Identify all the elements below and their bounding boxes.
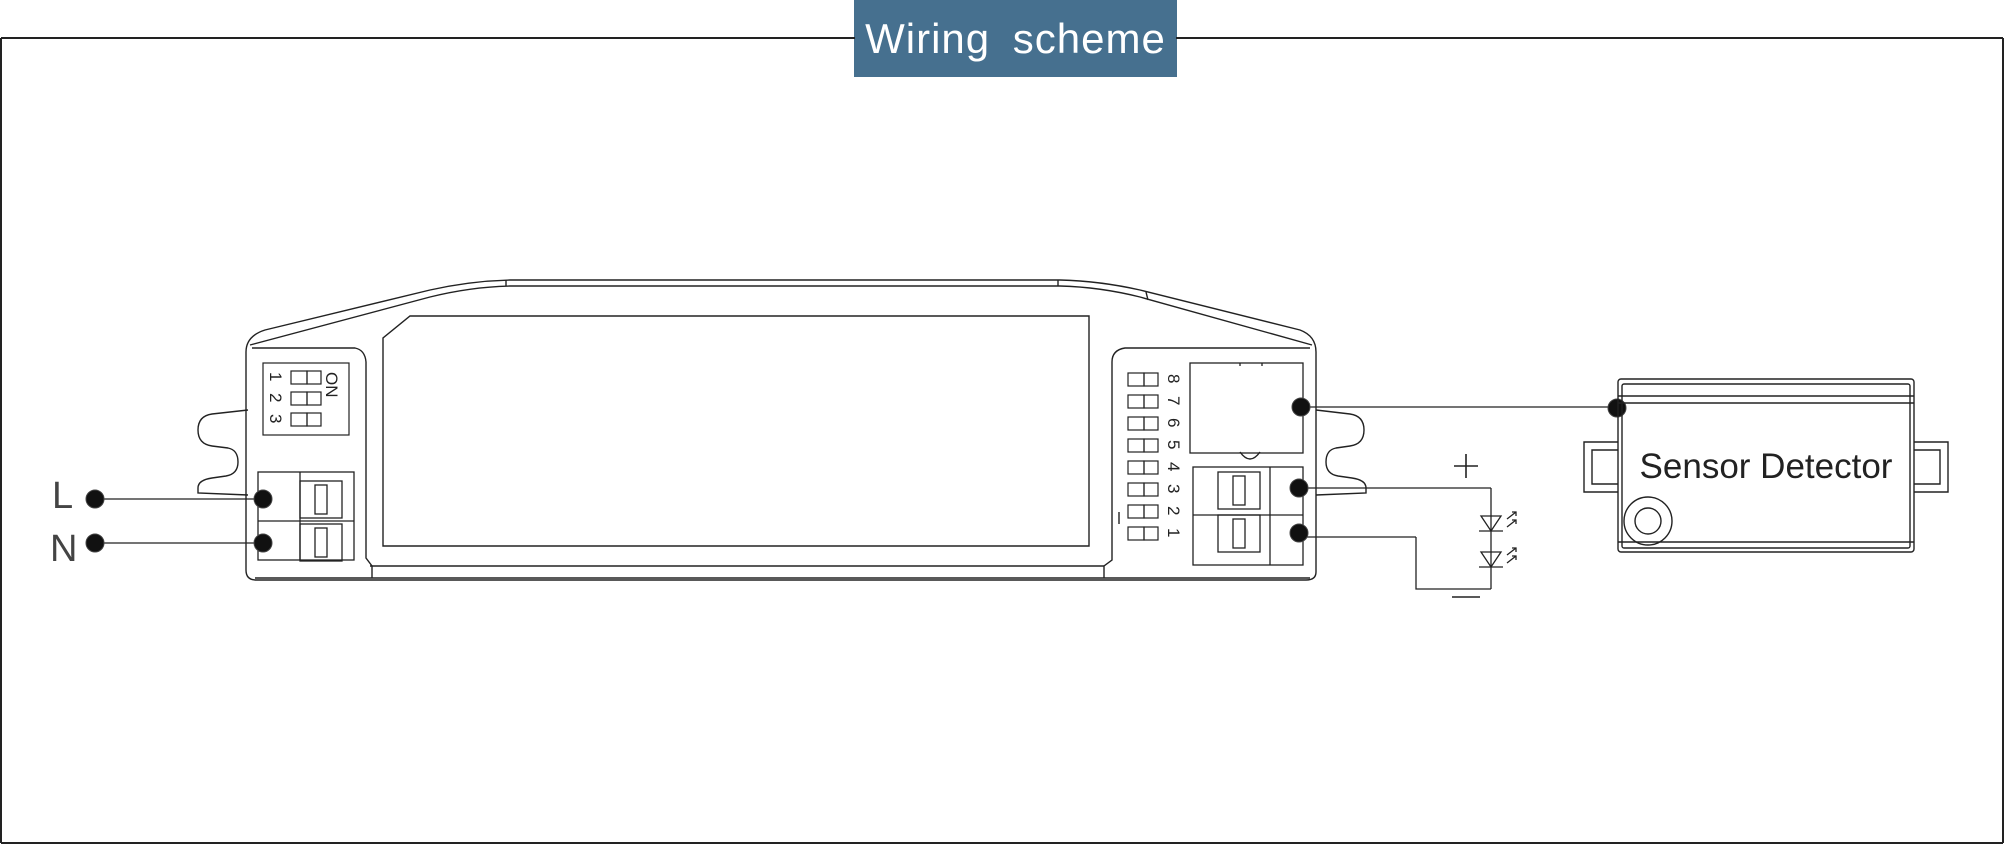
dip-large-number: 5 xyxy=(1164,440,1183,449)
led-minus-label: − xyxy=(1440,609,1442,611)
wires xyxy=(95,406,1617,590)
dip-switch-large xyxy=(1127,372,1159,541)
live-terminal-label: L xyxy=(52,475,73,517)
dip-large-number: 4 xyxy=(1164,462,1183,471)
connection-dots xyxy=(85,397,1627,553)
input-terminal-block xyxy=(257,471,355,562)
dip-small-on-label: ON xyxy=(322,372,341,398)
dip-small-number: 1 xyxy=(266,372,285,381)
dip-large-number: 2 xyxy=(1164,506,1183,515)
dip-small-number: 2 xyxy=(266,393,285,402)
neutral-terminal-label: N xyxy=(50,528,77,570)
sensor-detector-label: Sensor Detector xyxy=(1640,447,1893,486)
dip-switch-small xyxy=(262,362,350,436)
led-diode-icon xyxy=(1479,511,1517,569)
led-plus-label: + xyxy=(1440,453,1442,455)
driver-housing xyxy=(197,279,1367,581)
dip-large-number: 7 xyxy=(1164,396,1183,405)
dip-large-number: 8 xyxy=(1164,374,1183,383)
dip-large-number: 3 xyxy=(1164,484,1183,493)
led-polarity-marks xyxy=(1452,454,1480,598)
sensor-detector-unit xyxy=(1583,378,1949,553)
output-terminal-block xyxy=(1189,362,1304,566)
outer-frame xyxy=(0,37,2004,844)
dip-large-number: 6 xyxy=(1164,418,1183,427)
dip-large-number: 1 xyxy=(1164,528,1183,537)
dip-small-number: 3 xyxy=(266,414,285,423)
page-title: Wiring scheme xyxy=(854,0,1177,77)
